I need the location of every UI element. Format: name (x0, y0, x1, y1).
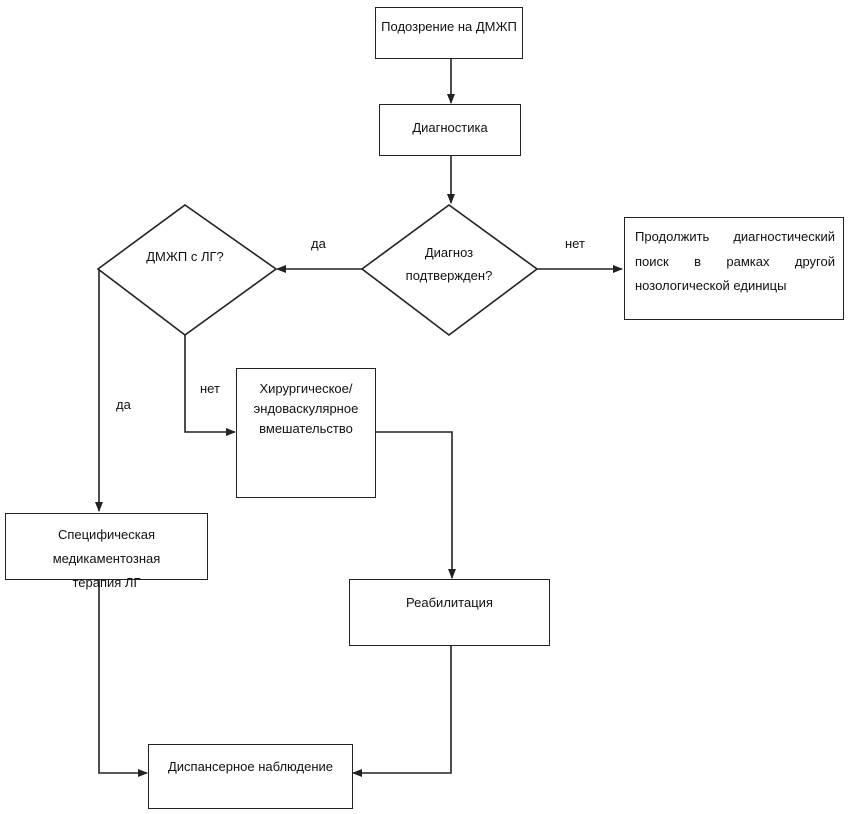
edge-ph-no (184, 335, 236, 436)
node-diagnostics: Диагностика (379, 104, 521, 156)
decision-confirmed-text: Диагноз подтвержден? (399, 242, 499, 288)
node-diagnostics-label: Диагностика (412, 120, 488, 135)
decision-vsd-ph-label: ДМЖП с ЛГ? (146, 249, 224, 264)
edge-label-ph-no: нет (200, 381, 220, 396)
edge-label-confirmed-yes: да (311, 236, 326, 251)
decision-confirmed-line1: Диагноз (424, 245, 474, 260)
node-follow-up-label: Диспансерное наблюдение (167, 759, 334, 774)
edge-therapy-to-followup (98, 580, 148, 777)
node-surgery-line1: Хирургическое/ (259, 381, 353, 396)
decision-diagnosis-confirmed (360, 204, 539, 337)
node-suspicion: Подозрение на ДМЖП (375, 7, 523, 59)
node-specific-therapy-line2: терапия ЛГ (72, 575, 141, 591)
edge-label-confirmed-no: нет (565, 236, 585, 251)
node-surgery-line3: вмешательство (259, 421, 353, 437)
decision-vsd-ph-text: ДМЖП с ЛГ? (135, 246, 235, 269)
decision-vsd-with-ph (96, 204, 278, 336)
decision-confirmed-line2: подтвержден? (405, 267, 493, 283)
node-rehabilitation-label: Реабилитация (406, 595, 493, 610)
edge-surgery-to-rehab (376, 431, 456, 579)
node-continue-search: Продолжить диагностический поиск в рамка… (624, 217, 844, 320)
edge-rehab-to-followup (352, 646, 452, 777)
node-rehabilitation: Реабилитация (349, 579, 550, 646)
node-continue-search-label: Продолжить диагностический поиск в рамка… (635, 229, 835, 294)
node-specific-therapy: Специфическая медикаментозная терапия ЛГ (5, 513, 208, 590)
node-follow-up: Диспансерное наблюдение (148, 744, 353, 809)
node-surgery: Хирургическое/ эндоваскулярное вмешатель… (236, 368, 376, 498)
node-specific-therapy-line1: Специфическая медикаментозная (52, 527, 161, 567)
edge-label-ph-yes: да (116, 397, 131, 412)
node-surgery-line2: эндоваскулярное (253, 401, 359, 417)
node-suspicion-label: Подозрение на ДМЖП (381, 19, 517, 34)
